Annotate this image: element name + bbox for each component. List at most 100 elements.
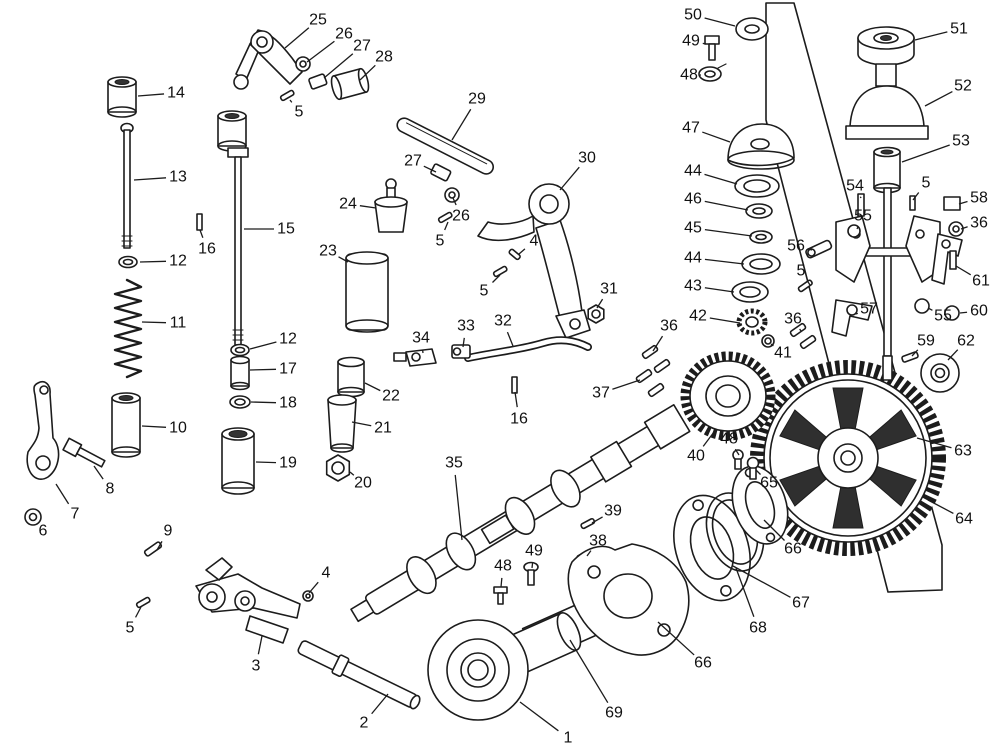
callout-5-15: 5	[436, 221, 449, 250]
part-4-ring-bottom	[302, 590, 314, 602]
leader-line	[451, 108, 472, 141]
part-49-top-bolt	[704, 35, 720, 61]
part-26-bushing-mid	[444, 187, 460, 203]
leader-line	[960, 226, 968, 230]
callout-44-69: 44	[684, 250, 745, 267]
part-number-label: 18	[279, 395, 297, 412]
part-60-ball	[944, 305, 960, 321]
callout-13-7: 13	[133, 169, 187, 186]
leader-line	[859, 196, 862, 199]
part-48-bolt-gear	[732, 449, 744, 470]
callout-42-64: 42	[689, 308, 741, 325]
part-number-label: 48	[494, 558, 512, 575]
part-number-label: 21	[374, 420, 392, 437]
leader-line	[323, 53, 354, 79]
callout-36-65: 36	[652, 318, 678, 352]
callout-53-81: 53	[901, 133, 970, 163]
leader-line	[914, 31, 948, 41]
part-48-lock-washer	[698, 63, 727, 82]
callout-5-68: 5	[797, 263, 811, 286]
callout-48-86: 48	[680, 67, 701, 84]
leader-line	[755, 469, 761, 475]
part-number-label: 16	[198, 241, 216, 258]
part-26-bushing-top	[295, 56, 311, 72]
leader-line	[250, 401, 277, 404]
callout-19-32: 19	[255, 455, 297, 472]
part-number-label: 57	[860, 301, 878, 318]
part-16-pin-upper	[196, 213, 203, 231]
callout-34-24: 34	[412, 330, 430, 354]
callout-27-2: 27	[323, 38, 371, 79]
callout-16-29: 16	[510, 391, 528, 428]
leader-line	[924, 91, 953, 107]
part-number-label: 36	[660, 318, 678, 335]
part-66-bracket	[567, 543, 690, 656]
callout-16-8: 16	[198, 229, 216, 258]
leader-line	[959, 311, 968, 314]
leader-line	[93, 465, 104, 480]
part-number-label: 3	[252, 658, 261, 675]
callout-54-79: 54	[846, 178, 864, 199]
part-number-label: 39	[604, 503, 622, 520]
part-number-label: 53	[952, 133, 970, 150]
part-number-label: 31	[600, 281, 618, 298]
part-12-washer-mid	[230, 343, 250, 357]
part-24-tappet	[374, 178, 408, 233]
leader-line	[359, 205, 377, 209]
part-32-link-rod	[464, 336, 592, 362]
callout-24-13: 24	[339, 196, 377, 213]
part-number-label: 37	[592, 385, 610, 402]
leader-line	[371, 693, 389, 715]
leader-line	[569, 639, 609, 704]
leader-line	[955, 265, 972, 276]
part-number-label: 28	[375, 49, 393, 66]
part-5-pin-bottom-left	[135, 596, 151, 609]
part-number-label: 36	[784, 311, 802, 328]
part-46-washer	[745, 203, 773, 219]
callout-40-54: 40	[687, 431, 715, 465]
leader-line	[702, 431, 715, 447]
part-22-bushing	[337, 356, 365, 398]
leader-line	[139, 260, 167, 263]
leader-line	[947, 349, 959, 361]
part-number-label: 26	[452, 208, 470, 225]
part-number-label: 44	[684, 163, 702, 180]
callout-21-31: 21	[351, 420, 392, 437]
part-number-label: 49	[525, 543, 543, 560]
part-5-pin-governor-top	[909, 195, 916, 211]
callout-18-27: 18	[250, 395, 297, 412]
part-number-label: 52	[954, 78, 972, 95]
part-17-spacer	[230, 355, 250, 391]
part-number-label: 20	[354, 475, 372, 492]
part-number-label: 48	[680, 67, 698, 84]
callout-9-38: 9	[156, 523, 173, 551]
part-number-label: 15	[277, 221, 295, 238]
part-number-label: 44	[684, 250, 702, 267]
callout-36-76: 36	[960, 215, 988, 232]
part-25-rocker-arm	[233, 29, 303, 90]
callout-35-33: 35	[445, 455, 463, 541]
part-number-label: 14	[167, 85, 185, 102]
part-11-spring	[113, 278, 143, 379]
part-number-label: 66	[784, 541, 802, 558]
part-number-label: 51	[950, 21, 968, 38]
part-52-governor-housing	[845, 63, 929, 140]
callout-45-71: 45	[684, 220, 753, 237]
part-44-lower-ring	[741, 253, 781, 275]
callout-28-3: 28	[359, 49, 393, 81]
leader-line	[901, 144, 950, 163]
part-number-label: 13	[169, 169, 187, 186]
callout-5-39: 5	[126, 606, 142, 637]
part-16-pin-lower	[511, 376, 518, 394]
part-36-pins-mid	[789, 322, 817, 350]
leader-line	[596, 298, 604, 309]
part-number-label: 40	[687, 448, 705, 465]
part-61-pin	[949, 250, 957, 270]
part-number-label: 2	[360, 715, 369, 732]
callout-12-21: 12	[249, 331, 297, 350]
callout-65-53: 65	[755, 469, 778, 492]
part-29-rod	[396, 117, 495, 175]
leader-line	[141, 425, 167, 428]
